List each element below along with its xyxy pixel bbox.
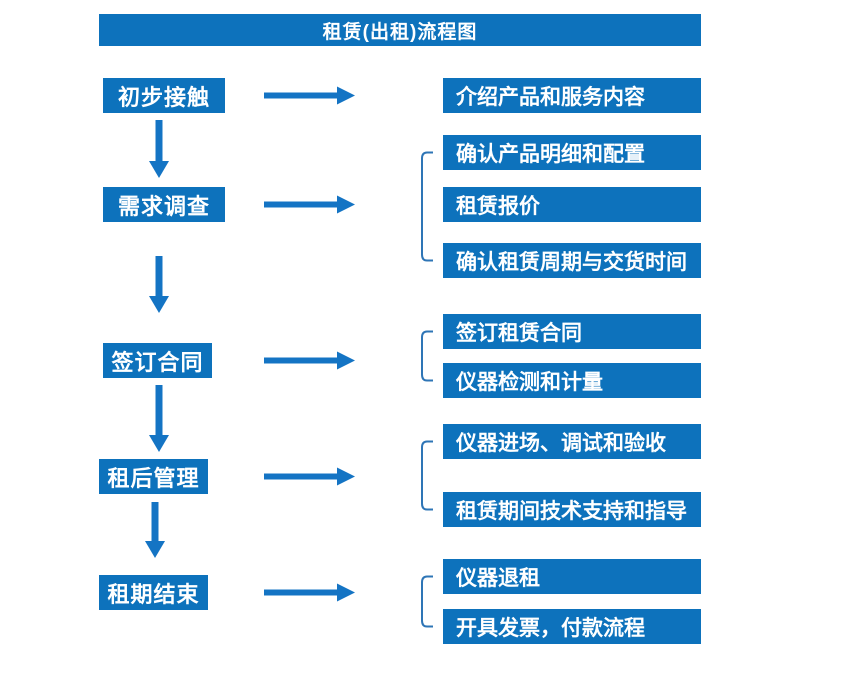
step-box-sign-contract: 签订合同: [103, 343, 212, 378]
step-box-post-rental-management: 租后管理: [99, 459, 208, 494]
flowchart-title: 租赁(出租)流程图: [322, 21, 478, 43]
down-arrow-3: [149, 385, 169, 452]
detail-box-instrument-return: 仪器退租: [443, 559, 701, 594]
detail-box-confirm-product-details: 确认产品明细和配置: [443, 135, 701, 170]
detail-box-sign-rental-contract: 签订租赁合同: [443, 314, 701, 349]
detail-box-instrument-testing: 仪器检测和计量: [443, 363, 701, 398]
bracket-group-3: [421, 330, 433, 382]
step-box-demand-survey: 需求调查: [103, 187, 225, 222]
bracket-group-5: [421, 575, 433, 628]
right-arrow-3: [264, 351, 355, 370]
right-arrow-1: [264, 86, 355, 105]
step-box-rental-end: 租期结束: [99, 575, 208, 610]
detail-box-instrument-setup: 仪器进场、调试和验收: [443, 424, 701, 459]
detail-box-confirm-rental-period: 确认租赁周期与交货时间: [443, 243, 701, 278]
down-arrow-1: [149, 120, 169, 178]
bracket-group-2: [421, 151, 433, 262]
down-arrow-2: [149, 256, 169, 313]
detail-box-invoice-payment: 开具发票，付款流程: [443, 609, 701, 644]
right-arrow-4: [264, 467, 355, 486]
right-arrow-2: [264, 195, 355, 214]
detail-box-rental-quote: 租赁报价: [443, 187, 701, 222]
flowchart-title-bar: 租赁(出租)流程图: [99, 14, 701, 46]
right-arrow-5: [264, 583, 355, 602]
detail-box-introduce-products: 介绍产品和服务内容: [443, 78, 701, 113]
bracket-group-4: [421, 440, 433, 511]
detail-box-technical-support: 租赁期间技术支持和指导: [443, 492, 701, 527]
step-box-initial-contact: 初步接触: [103, 78, 225, 113]
down-arrow-4: [145, 502, 165, 558]
